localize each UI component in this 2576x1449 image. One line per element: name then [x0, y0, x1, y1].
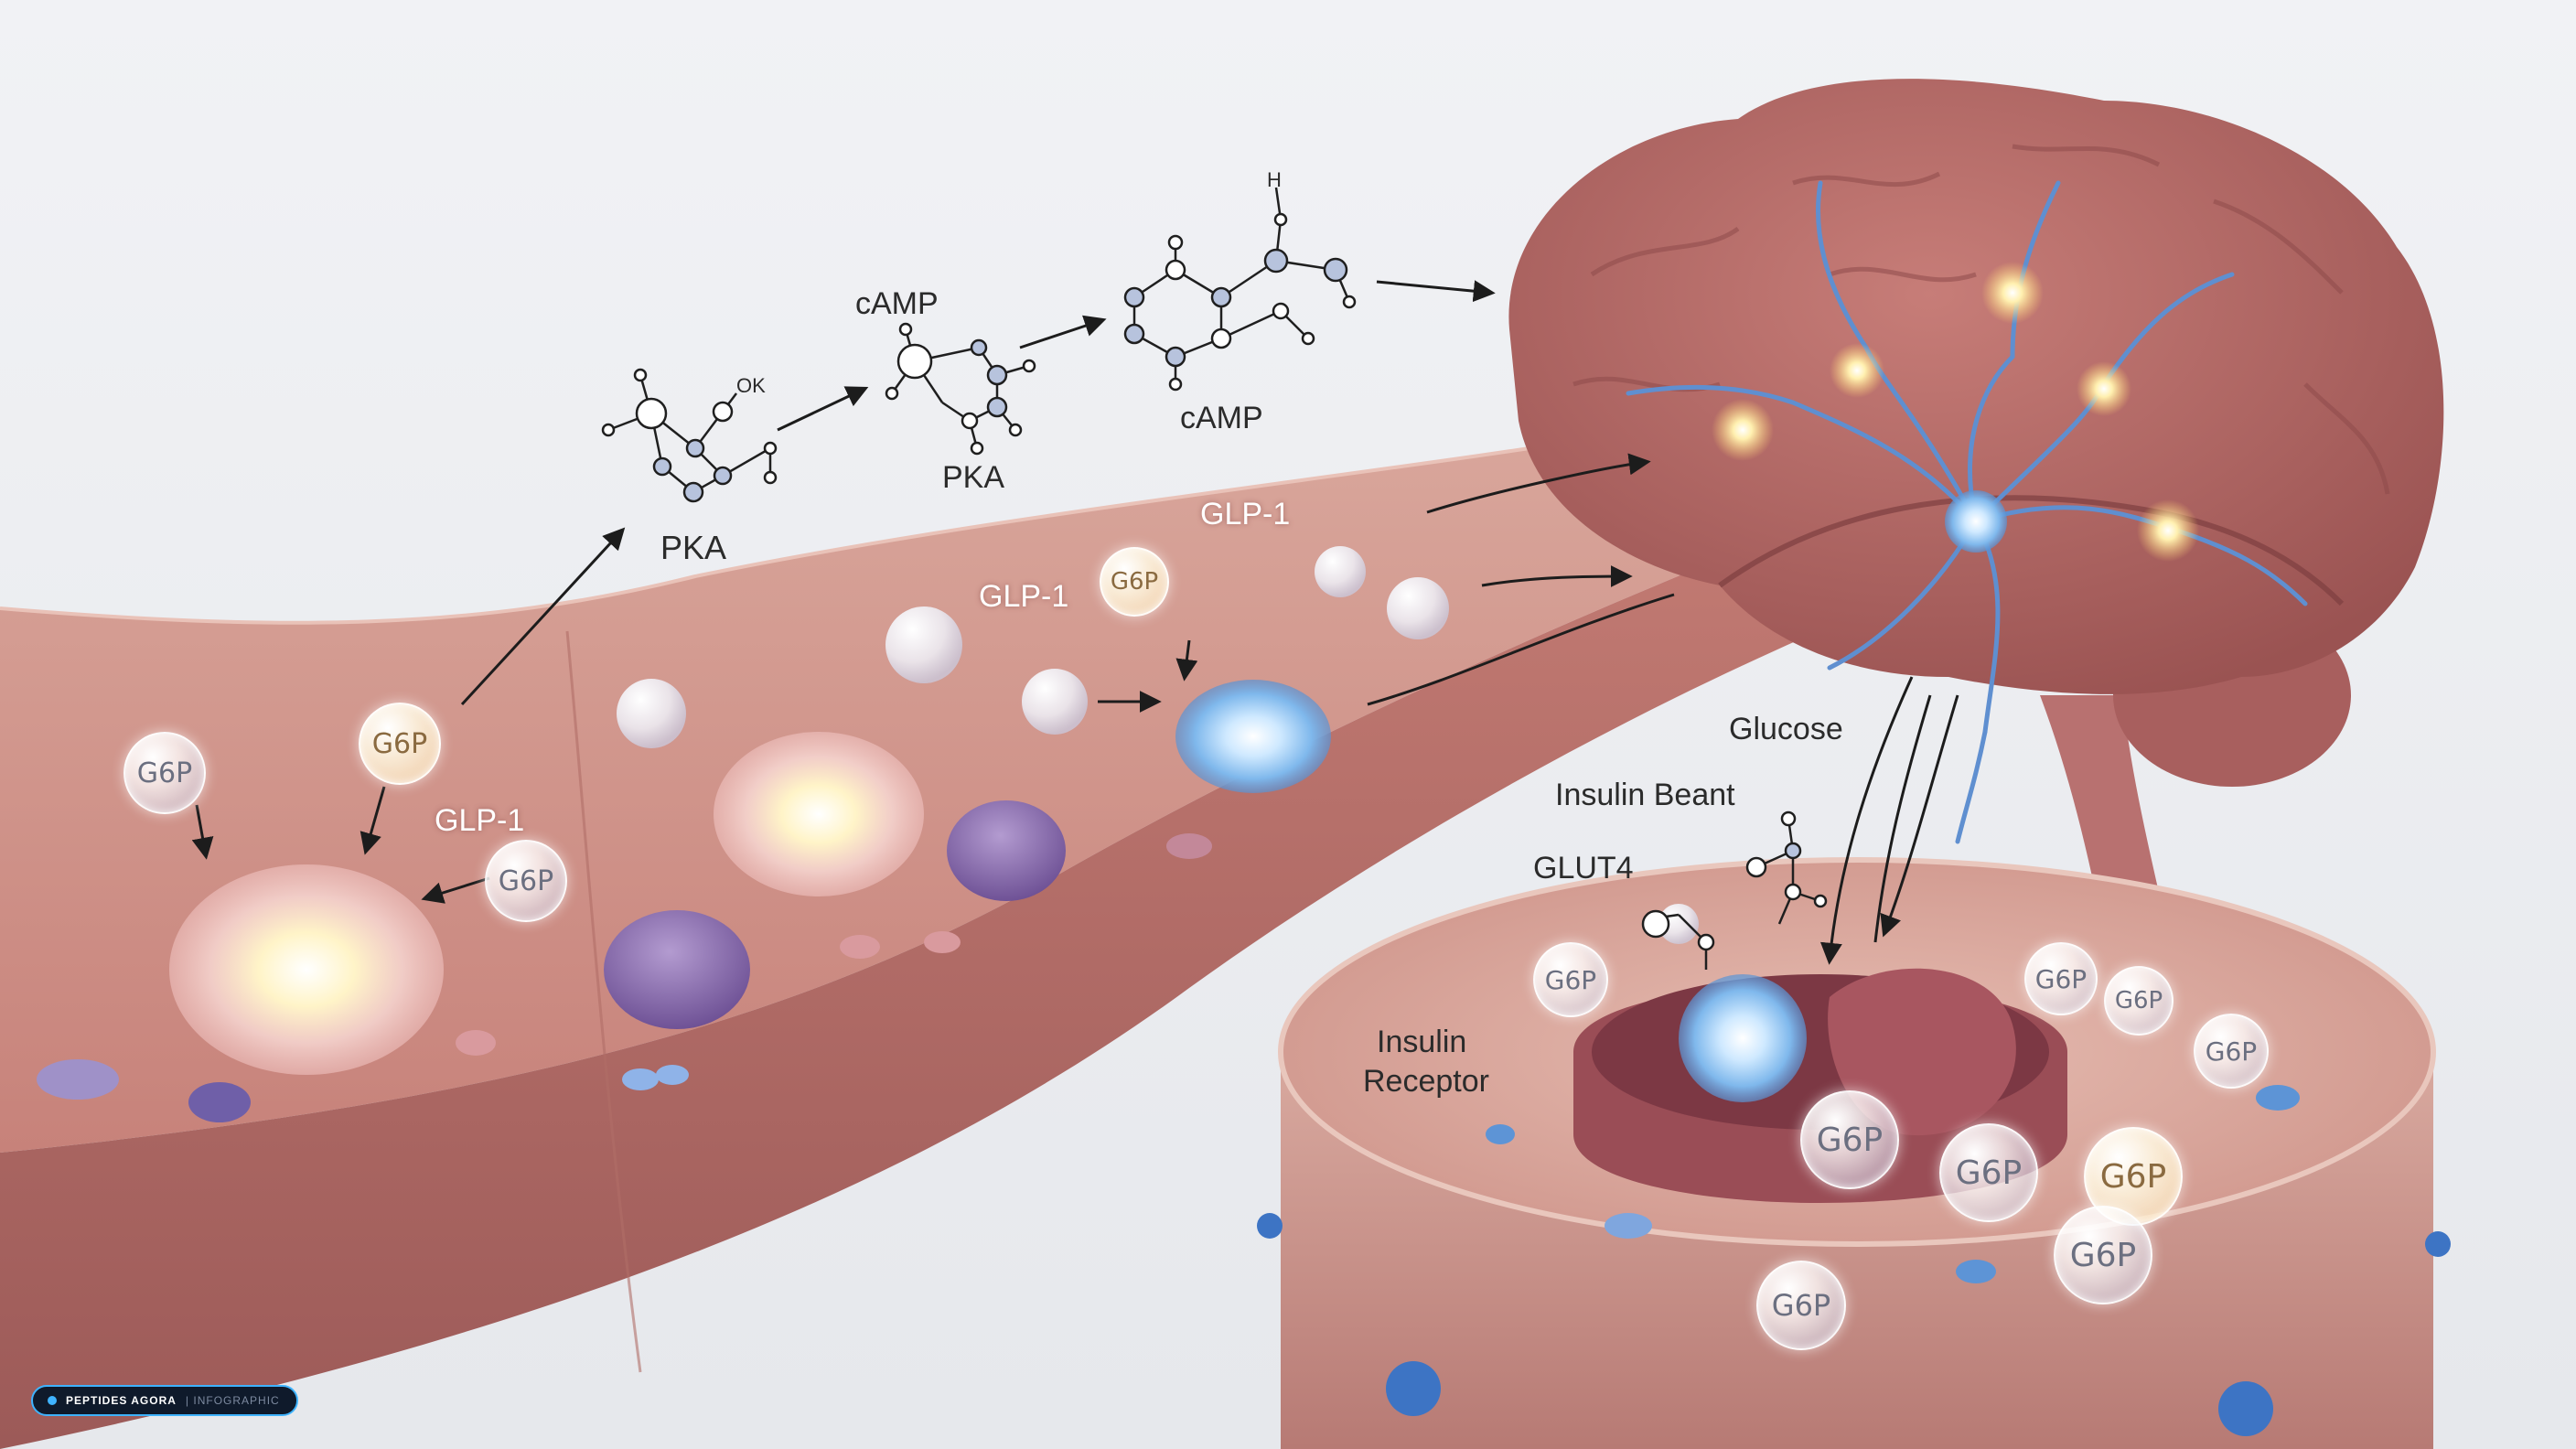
neuron-soma: [1945, 490, 2007, 553]
g6p-sphere-9: G6P: [1800, 1090, 1899, 1189]
label-insulin-receptor-1: Insulin: [1377, 1025, 1467, 1059]
membrane-protein-3: [2218, 1381, 2273, 1436]
g6p-sphere-8: G6P: [2194, 1014, 2269, 1089]
brain-stem: [2040, 695, 2168, 933]
molecule-bubbles: [617, 546, 1699, 944]
bubble-1: [617, 679, 686, 748]
badge-dot-icon: [48, 1396, 57, 1405]
g6p-sphere-5: G6P: [1533, 942, 1608, 1017]
membrane-protein-1: [1257, 1213, 1283, 1239]
neuron-spark-3: [1981, 262, 2044, 324]
g6p-sphere-1: G6P: [123, 732, 206, 814]
label-pka-mid: PKA: [942, 460, 1005, 495]
g6p-sphere-10: G6P: [1939, 1123, 2038, 1222]
purple-granule-1: [37, 1059, 119, 1100]
tissue-fold-line: [565, 630, 642, 1373]
bubble-5: [1315, 546, 1366, 597]
arrow-camp-to-brain: [1376, 280, 1496, 303]
brain: [1508, 79, 2444, 933]
brain-gyri: [1572, 144, 2390, 495]
pink-granule-1: [456, 1030, 496, 1056]
g6p-sphere-6: G6P: [2024, 942, 2098, 1015]
neuron-spark-4: [2077, 361, 2131, 416]
membrane-protein-2: [1386, 1361, 1441, 1416]
label-h-atom: H: [1267, 168, 1282, 191]
blue-granule-5: [2256, 1085, 2300, 1111]
label-insulin-receptor-2: Receptor: [1363, 1064, 1489, 1099]
blue-granule-6: [1486, 1124, 1515, 1144]
label-glucose: Glucose: [1729, 712, 1843, 746]
purple-cell-2: [947, 800, 1066, 901]
arrow-g6p-to-beta-3: [421, 876, 490, 904]
label-glut4: GLUT4: [1533, 851, 1634, 886]
arrow-pka-to-camp: [777, 386, 869, 432]
arrow-g6p-to-beta-1: [191, 804, 214, 860]
g6p-sphere-4: G6P: [1100, 547, 1169, 617]
pink-granule-3: [924, 931, 961, 953]
insulin-molecule: [1641, 810, 1828, 970]
purple-granule-3: [1166, 833, 1212, 859]
g6p-sphere-12: G6P: [2054, 1206, 2152, 1304]
beta-cell-glowing-1: [169, 864, 444, 1075]
bubble-3: [1022, 669, 1088, 735]
arrow-brain-to-cell-1: [1819, 676, 1914, 965]
blue-granule-2: [656, 1065, 689, 1085]
badge-brand: PEPTIDES AGORA: [66, 1394, 177, 1407]
neuron-spark-2: [1830, 343, 1884, 398]
arrow-glp1-to-pka: [460, 527, 626, 706]
membrane-protein-4: [2425, 1231, 2451, 1257]
label-glp1-top: GLP-1: [1200, 497, 1291, 531]
bubble-4: [1387, 577, 1449, 639]
brain-fissure: [1718, 495, 2345, 606]
pathway-arrows: [191, 280, 1959, 965]
blue-granule-3: [1605, 1213, 1652, 1239]
badge-tag: | INFOGRAPHIC: [185, 1394, 280, 1407]
beta-cell-glowing-2: [714, 732, 924, 896]
neuron-spark-1: [1712, 399, 1774, 461]
g6p-sphere-13: G6P: [1756, 1261, 1846, 1350]
label-camp-right: cAMP: [1180, 401, 1263, 435]
arrow-signal-to-brain-3: [1367, 593, 1675, 706]
purple-cell-1: [604, 910, 750, 1029]
arrow-brain-to-cell-3: [1880, 694, 1959, 938]
badge-tag-text: INFOGRAPHIC: [193, 1394, 280, 1407]
g6p-sphere-3: G6P: [485, 840, 567, 922]
arrow-signal-to-brain-2: [1481, 565, 1633, 588]
camp-molecule-right: [1123, 187, 1357, 392]
label-pka-left: PKA: [660, 529, 727, 566]
camp-molecule-middle: [885, 322, 1036, 456]
cell-rim: [1278, 857, 2436, 1247]
nucleus-organelle: [1828, 968, 2016, 1136]
arrow-camp-to-camp: [1019, 315, 1107, 349]
label-ok-atom: OK: [736, 374, 766, 397]
blue-granule-1: [622, 1068, 659, 1090]
label-glp1-left: GLP-1: [435, 803, 525, 838]
neuron-spark-5: [2137, 499, 2199, 562]
purple-granule-2: [188, 1082, 251, 1122]
g6p-sphere-2: G6P: [359, 703, 441, 785]
arrow-g6p-to-beta-2: [360, 786, 386, 855]
beta-cells: [37, 680, 2300, 1283]
label-insulin-beant: Insulin Beant: [1555, 778, 1735, 812]
g6p-sphere-7: G6P: [2104, 966, 2174, 1036]
arrow-glp1-to-cell: [1175, 639, 1198, 682]
bubble-6: [1658, 904, 1699, 944]
receptor-glow: [1679, 974, 1807, 1102]
label-camp-top: cAMP: [855, 286, 939, 321]
pink-granule-2: [840, 935, 880, 959]
arrow-signal-to-brain-1: [1426, 453, 1651, 514]
label-glp1-mid: GLP-1: [979, 579, 1069, 614]
pka-molecule-left: [601, 368, 778, 503]
blue-granule-4: [1956, 1260, 1996, 1283]
tissue-front-wall: [0, 476, 1930, 1449]
tissue-edge-line: [0, 428, 1648, 625]
brand-badge: PEPTIDES AGORA | INFOGRAPHIC: [31, 1385, 298, 1416]
arrow-brain-to-cell-2: [1873, 694, 1932, 943]
beta-cell-blue: [1175, 680, 1331, 793]
bubble-2: [886, 606, 962, 683]
